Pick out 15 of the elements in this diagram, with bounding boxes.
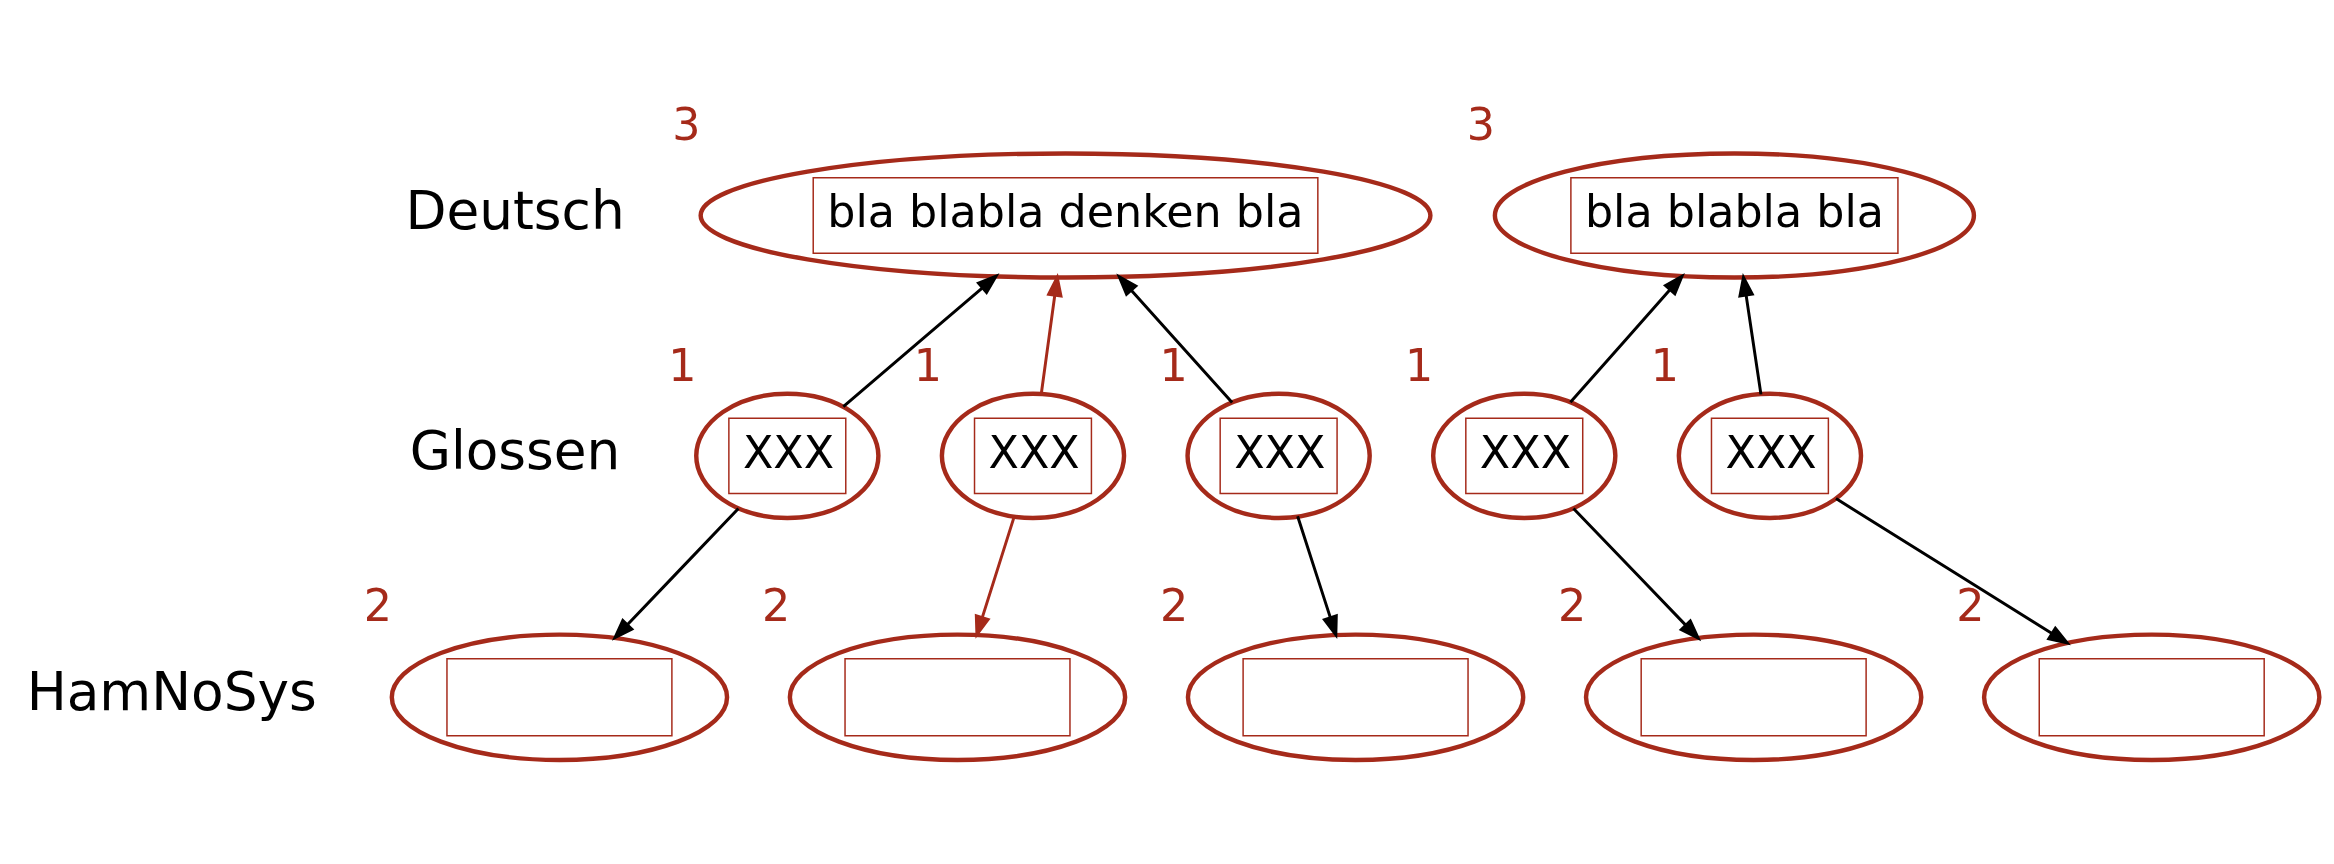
node-label: 2 bbox=[1160, 579, 1189, 631]
label: HamNoSys bbox=[26, 660, 317, 723]
node-label: 3 bbox=[1466, 98, 1495, 150]
label: Glossen bbox=[409, 419, 621, 482]
node-label: 2 bbox=[363, 579, 393, 631]
node-label: 2 bbox=[761, 579, 791, 631]
node-label: 1 bbox=[1405, 339, 1434, 391]
node-label: 2 bbox=[1558, 579, 1587, 631]
node-label: 1 bbox=[913, 339, 943, 391]
node-label: 1 bbox=[1159, 339, 1188, 391]
node-label: 1 bbox=[1650, 339, 1679, 391]
node-label: 2 bbox=[1956, 579, 1985, 631]
label: Deutsch bbox=[405, 179, 625, 242]
node-label: 1 bbox=[668, 339, 697, 391]
node-label: 3 bbox=[672, 98, 701, 150]
